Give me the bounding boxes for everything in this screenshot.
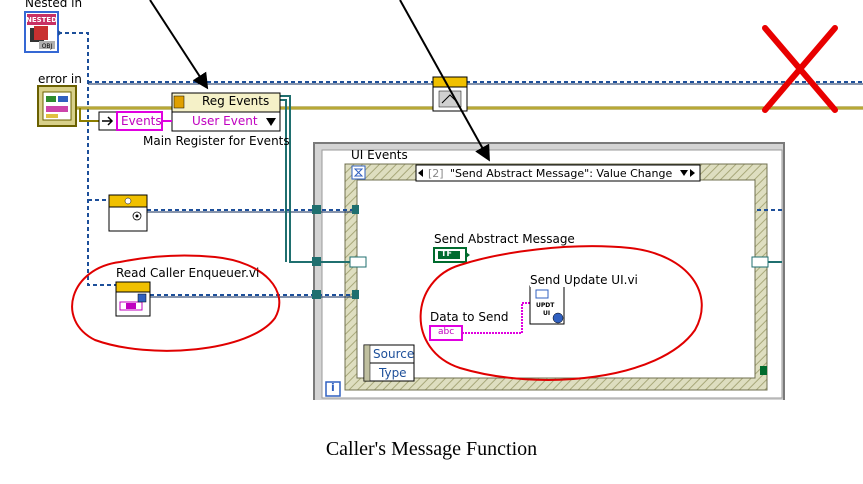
event-data-node bbox=[363, 344, 415, 382]
send-update-ui-label: Send Update UI.vi bbox=[530, 273, 638, 287]
bool-tf-text: TF bbox=[441, 249, 452, 258]
case-name: "Send Abstract Message": Value Change bbox=[450, 167, 673, 180]
data-to-send-constant[interactable] bbox=[429, 325, 463, 341]
event-data-source: Source bbox=[373, 347, 415, 361]
nested-in-label: Nested in bbox=[25, 0, 83, 10]
svg-text:OBJ: OBJ bbox=[42, 43, 53, 50]
case-index: [2] bbox=[428, 167, 444, 180]
svg-text:NESTED: NESTED bbox=[26, 16, 57, 24]
send-abstract-message-label: Send Abstract Message bbox=[434, 232, 575, 246]
red-x-mark bbox=[762, 25, 838, 113]
event-case-selector[interactable] bbox=[415, 164, 701, 182]
figure-caption: Caller's Message Function bbox=[325, 438, 538, 460]
send-update-ui-node[interactable] bbox=[529, 285, 565, 325]
reg-events-label: Reg Events bbox=[202, 94, 270, 108]
main-register-caption: Main Register for Events bbox=[143, 134, 290, 148]
events-terminal-label: Events bbox=[121, 114, 162, 128]
string-wire bbox=[462, 302, 532, 334]
send-abstract-message-terminal[interactable] bbox=[433, 247, 470, 263]
read-caller-enqueuer-node[interactable] bbox=[115, 281, 151, 317]
subvi-node-top[interactable] bbox=[432, 76, 468, 112]
subvi-node-start[interactable] bbox=[108, 194, 148, 232]
send-update-ui-icon-text2: UI bbox=[543, 310, 551, 317]
error-in-terminal[interactable] bbox=[37, 85, 77, 127]
loop-iteration-label: i bbox=[331, 381, 335, 394]
error-in-label: error in bbox=[38, 72, 82, 86]
loop-iteration-terminal bbox=[325, 381, 341, 397]
annotation-circles bbox=[71, 245, 703, 381]
timeout-terminal bbox=[351, 165, 366, 180]
user-event-label: User Event bbox=[192, 114, 258, 128]
block-diagram: NESTED OBJ bbox=[24, 0, 863, 400]
ui-events-label: UI Events bbox=[351, 148, 408, 162]
events-terminal[interactable] bbox=[98, 111, 172, 131]
read-caller-enqueuer-label: Read Caller Enqueuer.vi bbox=[116, 266, 260, 280]
event-data-type: Type bbox=[379, 366, 407, 380]
nested-in-terminal[interactable]: NESTED OBJ bbox=[24, 11, 62, 53]
pointer-arrows bbox=[149, 0, 490, 162]
data-to-send-label: Data to Send bbox=[430, 310, 509, 324]
send-update-ui-icon-text: UPDT bbox=[536, 302, 555, 309]
reg-events-node[interactable] bbox=[171, 92, 281, 132]
string-constant-value: abc bbox=[438, 327, 455, 337]
object-wires bbox=[58, 32, 863, 296]
